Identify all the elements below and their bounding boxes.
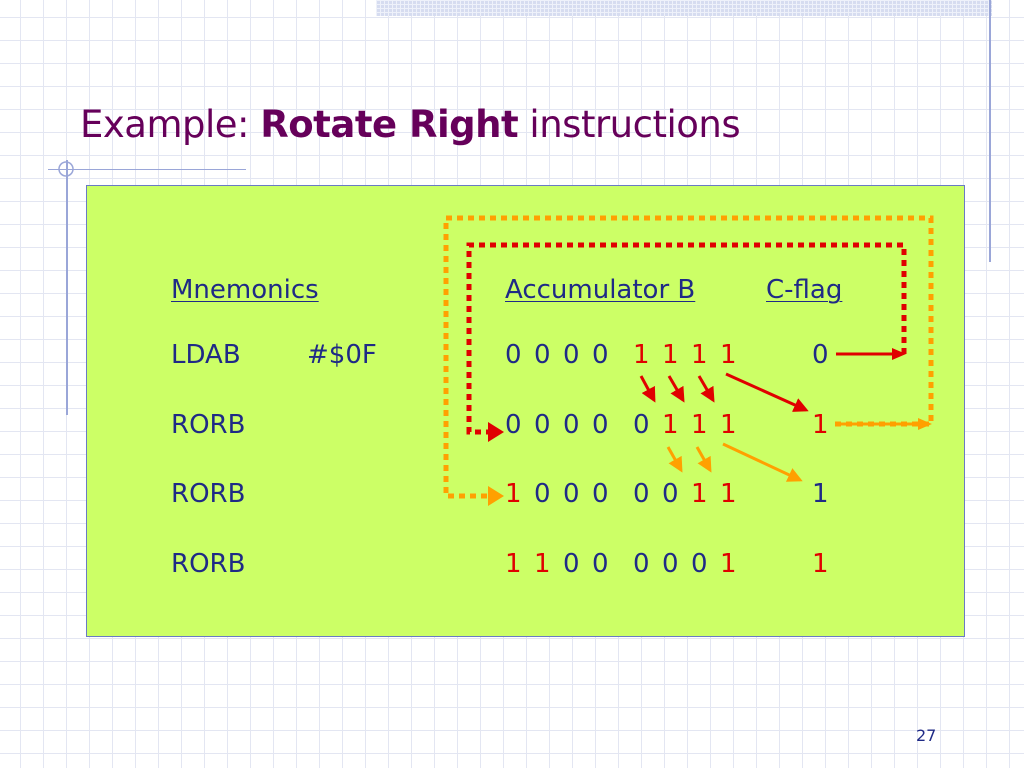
- decorative-vertical-line: [989, 0, 991, 262]
- c-flag-value: 0: [812, 340, 829, 370]
- orange-loop-arrowhead: [488, 486, 504, 506]
- row-mnemonic: RORB: [171, 479, 246, 509]
- decorative-vertical-line-left: [66, 160, 68, 415]
- accumulator-bit: 0: [563, 410, 580, 440]
- red-cflag-arrowhead: [892, 348, 906, 360]
- row-mnemonic: LDAB: [171, 340, 241, 370]
- accumulator-bit: 0: [534, 340, 551, 370]
- c-flag-value: 1: [812, 410, 829, 440]
- accumulator-bit: 0: [505, 340, 522, 370]
- accumulator-bit: 1: [505, 479, 522, 509]
- header-c-flag: C-flag: [766, 275, 843, 305]
- accumulator-bit: 0: [592, 340, 609, 370]
- accumulator-bit: 0: [592, 549, 609, 579]
- top-decorative-band: [376, 0, 992, 16]
- accumulator-bit: 0: [592, 479, 609, 509]
- header-accumulator-b: Accumulator B: [505, 275, 696, 305]
- accumulator-bit: 0: [505, 410, 522, 440]
- accumulator-bit: 0: [534, 410, 551, 440]
- red-shift-arrow: [639, 375, 656, 403]
- accumulator-bit: 1: [662, 340, 679, 370]
- orange-loop-arrow: [443, 215, 934, 499]
- accumulator-bit: 0: [662, 549, 679, 579]
- accumulator-bit: 1: [720, 549, 737, 579]
- accumulator-bit: 1: [662, 410, 679, 440]
- accumulator-bit: 0: [633, 549, 650, 579]
- red-loop-arrow: [466, 242, 907, 435]
- accumulator-bit: 1: [691, 479, 708, 509]
- title-prefix: Example:: [80, 103, 261, 146]
- decorative-horizontal-line: [48, 169, 246, 170]
- red-shift-arrow: [667, 375, 685, 403]
- accumulator-bit: 0: [633, 479, 650, 509]
- accumulator-bit: 1: [505, 549, 522, 579]
- content-panel: [86, 185, 965, 637]
- red-shift-arrow: [697, 375, 715, 403]
- accumulator-bit: 1: [691, 410, 708, 440]
- accumulator-bit: 1: [720, 479, 737, 509]
- title-suffix: instructions: [518, 103, 741, 146]
- accumulator-bit: 1: [633, 340, 650, 370]
- header-mnemonics: Mnemonics: [171, 275, 319, 305]
- orange-shift-arrow: [666, 446, 683, 473]
- title-bold: Rotate Right: [260, 103, 519, 146]
- accumulator-bit: 0: [534, 479, 551, 509]
- row-mnemonic: RORB: [171, 549, 246, 579]
- accumulator-bit: 0: [563, 340, 580, 370]
- accumulator-bit: 0: [662, 479, 679, 509]
- accumulator-bit: 0: [563, 479, 580, 509]
- accumulator-bit: 1: [534, 549, 551, 579]
- orange-shift-arrow: [722, 442, 803, 482]
- orange-cflag-arrowhead: [918, 418, 932, 430]
- accumulator-bit: 0: [563, 549, 580, 579]
- accumulator-bit: 1: [720, 340, 737, 370]
- red-loop-arrowhead: [488, 422, 504, 442]
- row-operand: #$0F: [307, 340, 377, 370]
- accumulator-bit: 0: [633, 410, 650, 440]
- c-flag-value: 1: [812, 549, 829, 579]
- page-number: 27: [916, 726, 937, 745]
- accumulator-bit: 1: [720, 410, 737, 440]
- accumulator-bit: 1: [691, 340, 708, 370]
- slide-title: Example: Rotate Right instructions: [80, 103, 741, 146]
- accumulator-bit: 0: [592, 410, 609, 440]
- accumulator-bit: 0: [691, 549, 708, 579]
- row-mnemonic: RORB: [171, 410, 246, 440]
- red-shift-arrow: [725, 372, 809, 412]
- c-flag-value: 1: [812, 479, 829, 509]
- orange-shift-arrow: [695, 446, 712, 473]
